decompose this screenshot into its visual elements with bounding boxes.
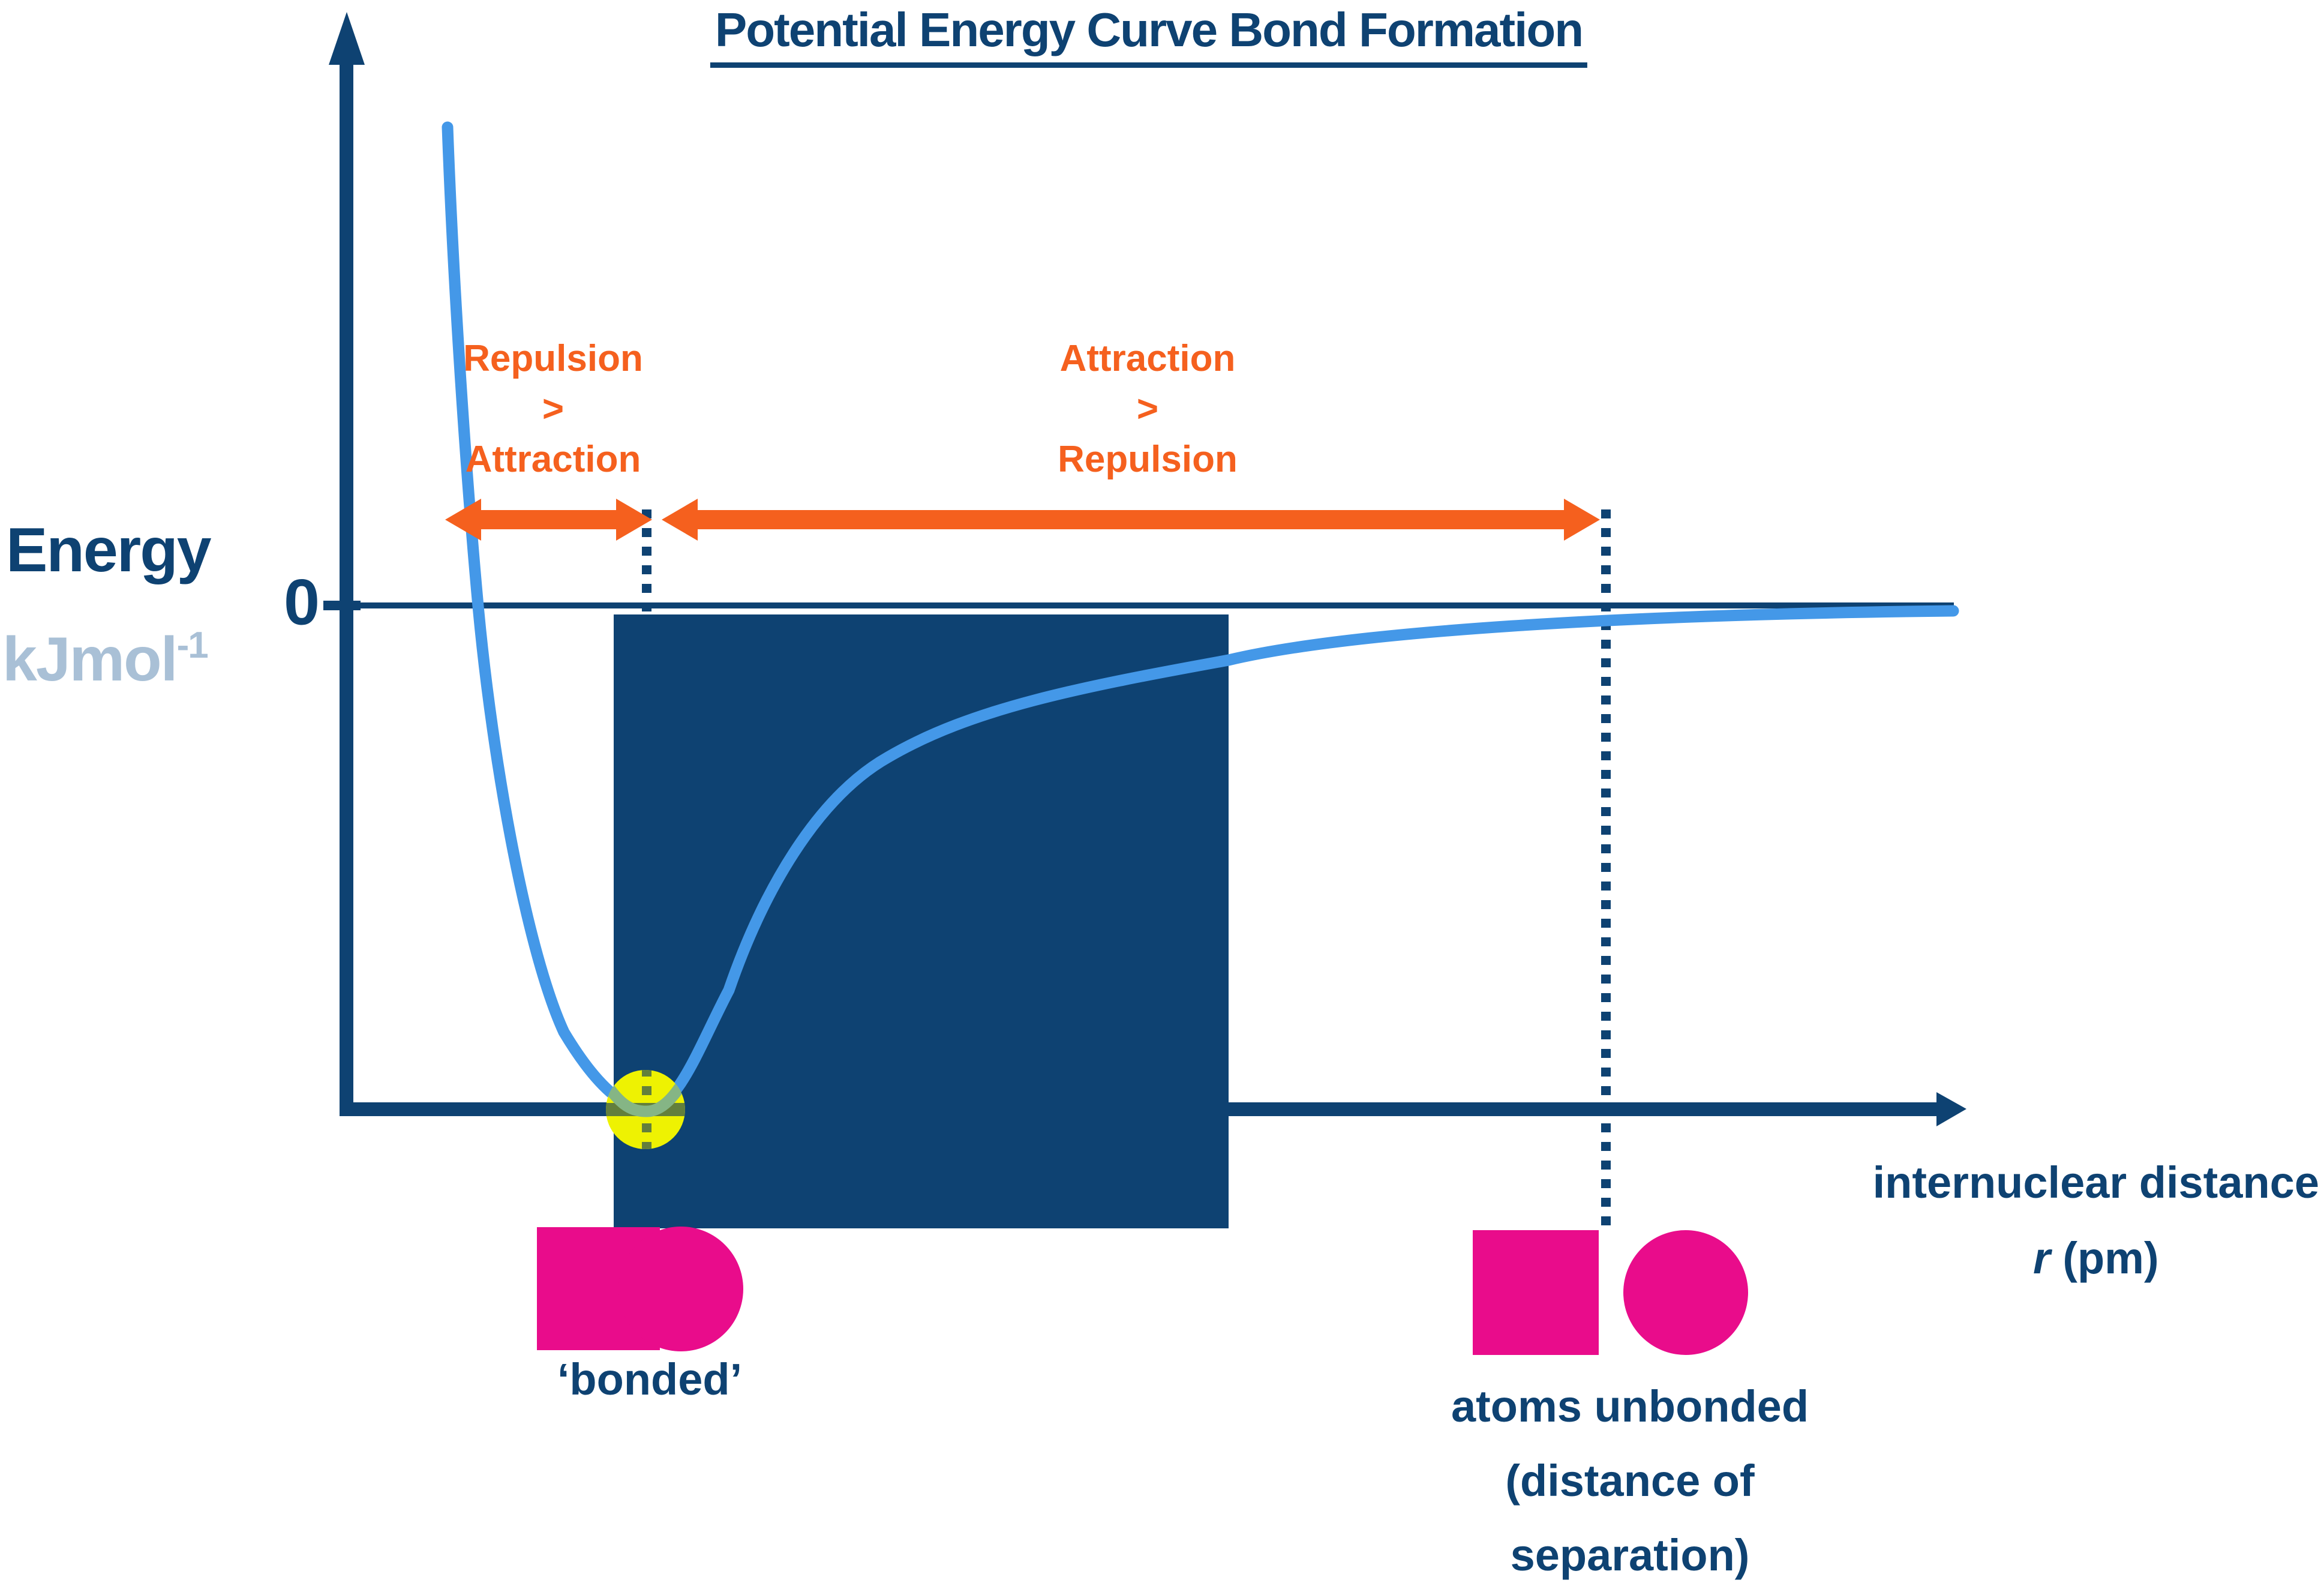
x-axis-label: internuclear distance r (pm)	[1873, 1145, 2319, 1296]
x-axis-arrow-icon	[1936, 1092, 1966, 1126]
unbonded-caption-line3: separation)	[1510, 1530, 1750, 1580]
attraction-line1: Attraction	[1059, 338, 1236, 379]
attraction-line3: Repulsion	[1058, 439, 1238, 480]
repulsion-gt-attraction-label: Repulsion > Attraction	[463, 334, 643, 485]
x-axis-label-line1: internuclear distance	[1872, 1158, 2319, 1207]
attraction-range-arrow-icon	[662, 499, 1600, 541]
unbonded-atoms-icon	[1473, 1230, 1748, 1355]
repulsion-range-arrow-icon	[445, 499, 652, 541]
y-axis-unit: kJmol-1	[2, 624, 209, 695]
zero-energy-line	[353, 602, 1954, 608]
page-title: Potential Energy Curve Bond Formation	[710, 2, 1588, 68]
y-axis-unit-base: kJmol	[2, 625, 178, 694]
x-axis	[340, 1102, 1940, 1116]
attraction-line2: >	[1136, 388, 1159, 430]
y-axis-label: Energy	[6, 515, 212, 585]
y-axis-unit-superscript: -1	[176, 625, 209, 666]
repulsion-line3: Attraction	[465, 439, 641, 480]
zero-label: 0	[283, 565, 320, 638]
repulsion-line1: Repulsion	[463, 338, 643, 379]
attraction-gt-repulsion-label: Attraction > Repulsion	[1058, 334, 1238, 485]
bonded-atoms-icon	[537, 1227, 743, 1351]
unbonded-caption-line1: atoms unbonded	[1451, 1381, 1809, 1431]
equilibrium-point-marker	[606, 1070, 685, 1149]
repulsion-line2: >	[542, 388, 565, 430]
y-axis	[340, 36, 353, 1116]
potential-well-region	[614, 614, 1229, 1228]
y-axis-arrow-icon	[329, 12, 365, 65]
bonded-caption: ‘bonded’	[557, 1354, 743, 1404]
unbonded-caption: atoms unbonded (distance of separation)	[1451, 1369, 1809, 1589]
potential-energy-curve	[442, 121, 1959, 1115]
unbonded-caption-line2: (distance of	[1505, 1456, 1755, 1506]
x-axis-label-line2: r (pm)	[1873, 1221, 2319, 1296]
x-axis-symbol: r	[2032, 1233, 2050, 1283]
x-axis-unit: (pm)	[2050, 1233, 2159, 1283]
